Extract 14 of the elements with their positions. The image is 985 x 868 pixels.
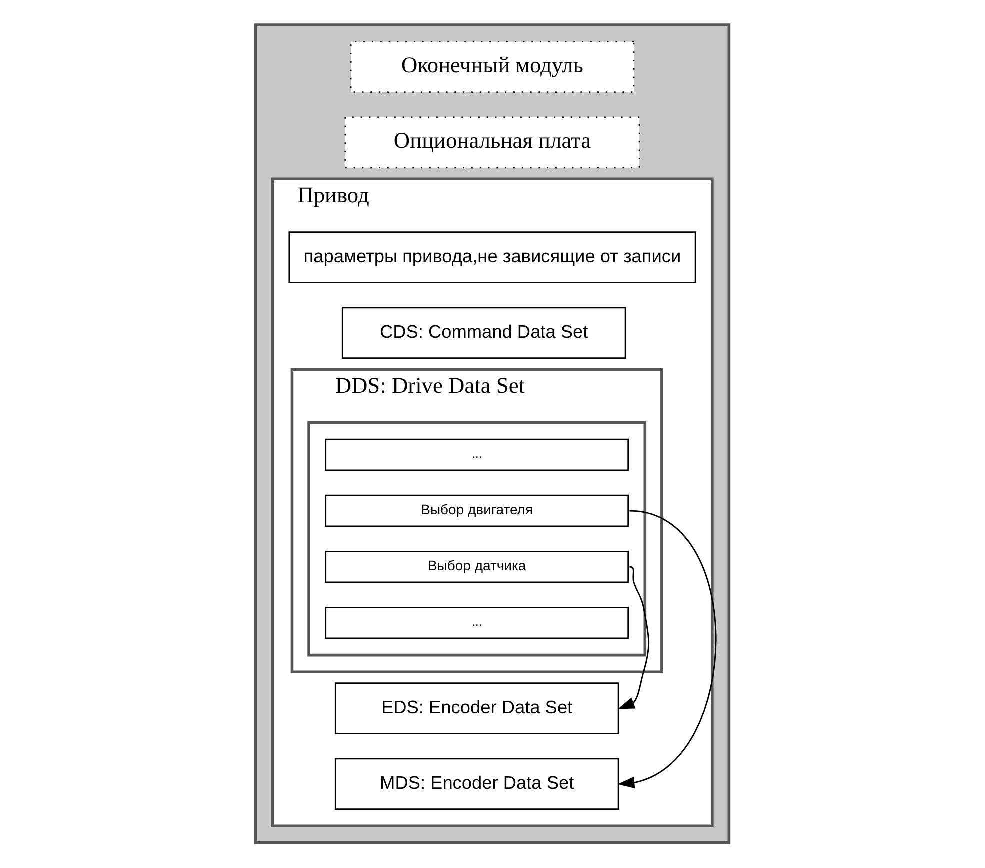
node-box: ... xyxy=(325,606,630,640)
node-box: Опциональная плата xyxy=(344,116,640,169)
node-box: EDS: Encoder Data Set xyxy=(334,682,620,734)
node-box: Выбор двигателя xyxy=(325,494,630,528)
cluster xyxy=(308,421,647,657)
node-box: ... xyxy=(325,438,630,472)
cluster xyxy=(254,24,731,844)
node-box: Выбор датчика xyxy=(325,550,630,584)
node-box: параметры привода,не зависящие от записи xyxy=(288,232,696,284)
node-box: MDS: Encoder Data Set xyxy=(334,758,620,810)
arrow xyxy=(618,510,717,789)
node-box: Оконечный модуль xyxy=(350,41,635,93)
node-box: CDS: Command Data Set xyxy=(342,307,626,360)
arrow xyxy=(618,566,650,710)
